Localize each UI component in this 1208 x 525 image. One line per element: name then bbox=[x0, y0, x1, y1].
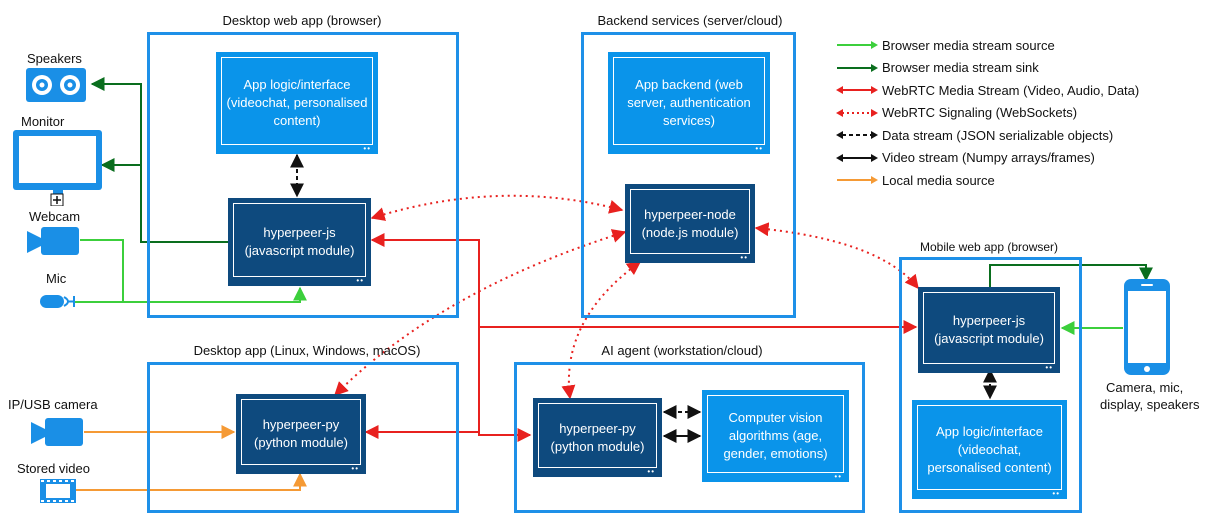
hyperpeer-node-label: hyperpeer-node (node.js module) bbox=[641, 206, 739, 240]
desktop-app-title: Desktop app (Linux, Windows, macOS) bbox=[193, 343, 421, 358]
hyperpeer-js-desktop-box[interactable]: hyperpeer-js (javascript module)•• bbox=[228, 198, 371, 286]
legend-item: Local media source bbox=[836, 171, 995, 189]
legend-item: Browser media stream source bbox=[836, 36, 1055, 54]
webcam-label: Webcam bbox=[29, 209, 81, 224]
legend-item: WebRTC Media Stream (Video, Audio, Data) bbox=[836, 81, 1139, 99]
legend-label: Video stream (Numpy arrays/frames) bbox=[882, 150, 1095, 165]
backend-title: Backend services (server/cloud) bbox=[597, 13, 783, 28]
hyperpeer-js-mobile-box[interactable]: hyperpeer-js (javascript module)•• bbox=[918, 287, 1060, 373]
legend-swatch bbox=[836, 86, 878, 94]
ai-agent-container bbox=[514, 362, 865, 513]
desktop-web-app-title: Desktop web app (browser) bbox=[222, 13, 382, 28]
app-logic-mobile-box[interactable]: App logic/interface (videochat, personal… bbox=[912, 400, 1067, 499]
stored-video-label: Stored video bbox=[17, 461, 90, 476]
legend-label: WebRTC Media Stream (Video, Audio, Data) bbox=[882, 82, 1140, 98]
mic-icon bbox=[40, 295, 75, 308]
hyperpeer-js-desktop-label: hyperpeer-js (javascript module) bbox=[244, 225, 355, 258]
legend-label: Data stream (JSON serializable objects) bbox=[882, 127, 1114, 143]
cv-algorithms-label: Computer vision algorithms (age, gender,… bbox=[723, 410, 828, 461]
legend-swatch bbox=[837, 41, 878, 49]
legend-label: WebRTC Signaling (WebSockets) bbox=[882, 105, 1078, 120]
monitor-label: Monitor bbox=[21, 114, 65, 129]
ip-camera-label: IP/USB camera bbox=[8, 397, 98, 412]
app-backend-box[interactable]: App backend (web server, authentication … bbox=[608, 52, 770, 154]
cv-algorithms-box[interactable]: Computer vision algorithms (age, gender,… bbox=[702, 390, 849, 482]
app-logic-desktop-label: App logic/interface (videochat, personal… bbox=[226, 77, 368, 128]
legend-label: Local media source bbox=[882, 172, 995, 188]
webrtc-media-py-ai bbox=[364, 425, 532, 442]
hyperpeer-node-box[interactable]: hyperpeer-node (node.js module)•• bbox=[625, 184, 755, 263]
app-logic-desktop-box[interactable]: App logic/interface (videochat, personal… bbox=[216, 52, 378, 154]
hyperpeer-py-desktop-box[interactable]: hyperpeer-py (python module)•• bbox=[236, 394, 366, 474]
legend-item: Browser media stream sink bbox=[836, 59, 1039, 77]
legend-swatch bbox=[836, 108, 878, 117]
desktop-app-container bbox=[147, 362, 459, 513]
legend-swatch bbox=[836, 153, 878, 162]
signaling-node-pydesktop bbox=[334, 229, 627, 396]
app-logic-mobile-label: App logic/interface (videochat, personal… bbox=[927, 423, 1052, 475]
legend-label: Browser media stream source bbox=[882, 37, 1055, 53]
ai-agent-title: AI agent (workstation/cloud) bbox=[601, 343, 763, 358]
hyperpeer-py-ai-label: hyperpeer-py (python module) bbox=[550, 420, 645, 454]
app-backend-label: App backend (web server, authentication … bbox=[627, 77, 751, 128]
sink-to-speakers-line bbox=[90, 77, 228, 243]
legend-item: Video stream (Numpy arrays/frames) bbox=[836, 149, 1095, 167]
desktop-web-app-container bbox=[147, 32, 459, 318]
film-icon bbox=[40, 479, 76, 503]
backend-container bbox=[581, 32, 796, 318]
phone-caption-line-2: display, speakers bbox=[1100, 397, 1200, 412]
legend-item: WebRTC Signaling (WebSockets) bbox=[836, 104, 1077, 122]
ip-camera-icon bbox=[31, 418, 83, 446]
speakers-label: Speakers bbox=[27, 51, 82, 66]
hyperpeer-js-mobile-label: hyperpeer-js (javascript module) bbox=[934, 313, 1044, 346]
mobile-web-app-container bbox=[899, 257, 1082, 513]
mobile-web-app-title: Mobile web app (browser) bbox=[919, 240, 1059, 254]
phone-caption-line-1: Camera, mic, bbox=[1106, 380, 1184, 395]
speakers-icon bbox=[26, 68, 86, 102]
mic-label: Mic bbox=[46, 271, 67, 286]
hyperpeer-py-desktop-label: hyperpeer-py (python module) bbox=[254, 417, 348, 450]
legend-label: Browser media stream sink bbox=[882, 60, 1039, 75]
legend-swatch bbox=[837, 63, 878, 72]
smartphone-icon bbox=[1124, 279, 1170, 375]
stored-video-source-line bbox=[76, 472, 307, 491]
webcam-icon bbox=[27, 227, 79, 255]
monitor-icon bbox=[13, 130, 102, 206]
legend-swatch bbox=[836, 131, 878, 139]
legend-swatch bbox=[837, 176, 878, 184]
legend-item: Data stream (JSON serializable objects) bbox=[836, 126, 1113, 144]
mobile-sink-line bbox=[989, 264, 1153, 287]
hyperpeer-py-ai-box[interactable]: hyperpeer-py (python module)•• bbox=[533, 398, 662, 477]
